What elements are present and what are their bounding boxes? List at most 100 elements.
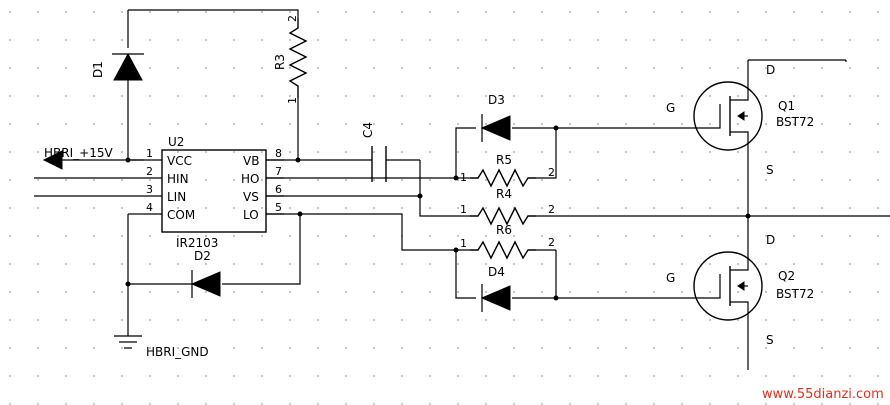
grid-dot xyxy=(625,375,627,377)
grid-dot xyxy=(289,207,291,209)
grid-dot xyxy=(317,95,319,97)
grid-dot xyxy=(793,235,795,237)
grid-dot xyxy=(121,123,123,125)
grid-dot xyxy=(541,179,543,181)
grid-dot xyxy=(457,123,459,125)
grid-dot xyxy=(261,179,263,181)
grid-dot xyxy=(541,95,543,97)
grid-dot xyxy=(793,403,795,405)
grid-dot xyxy=(625,263,627,265)
ic-pin-vs: VS xyxy=(243,190,259,204)
grid-dot xyxy=(233,39,235,41)
grid-dot xyxy=(93,375,95,377)
grid-dot xyxy=(709,319,711,321)
grid-dot xyxy=(37,347,39,349)
ic-u2-body xyxy=(161,149,267,233)
r6-pin-2: 2 xyxy=(548,236,555,249)
grid-dot xyxy=(233,263,235,265)
grid-dot xyxy=(737,403,739,405)
grid-dot xyxy=(121,179,123,181)
grid-dot xyxy=(317,151,319,153)
r4-pin-2: 2 xyxy=(548,203,555,216)
diode-d3: D3 xyxy=(480,93,511,142)
mosfet-q2: G D S Q2 BST72 xyxy=(666,233,814,347)
grid-dot xyxy=(681,235,683,237)
grid-dot xyxy=(821,403,823,405)
grid-dot xyxy=(821,207,823,209)
grid-dot xyxy=(513,39,515,41)
grid-dot xyxy=(877,235,879,237)
grid-dot xyxy=(37,11,39,13)
r6-label: R6 xyxy=(496,223,512,237)
grid-dot xyxy=(401,347,403,349)
grid-dot xyxy=(317,207,319,209)
grid-dot xyxy=(541,347,543,349)
grid-dot xyxy=(65,207,67,209)
grid-dot xyxy=(625,179,627,181)
grid-dot xyxy=(821,179,823,181)
grid-dot xyxy=(709,123,711,125)
grid-dot xyxy=(93,11,95,13)
grid-dot xyxy=(37,235,39,237)
grid-dot xyxy=(373,67,375,69)
grid-dot xyxy=(821,67,823,69)
grid-dot xyxy=(737,11,739,13)
grid-dot xyxy=(373,151,375,153)
grid-dot xyxy=(345,11,347,13)
grid-dot xyxy=(401,291,403,293)
grid-dot xyxy=(9,123,11,125)
q1-gate: G xyxy=(666,101,675,115)
grid-dot xyxy=(261,39,263,41)
grid-dot xyxy=(233,291,235,293)
grid-dot xyxy=(457,207,459,209)
grid-dot xyxy=(821,39,823,41)
grid-dot xyxy=(9,11,11,13)
grid-dot xyxy=(765,39,767,41)
grid-dot xyxy=(513,95,515,97)
grid-dot xyxy=(149,235,151,237)
grid-dot xyxy=(597,319,599,321)
grid-dot xyxy=(541,403,543,405)
ic-pin-4-num: 4 xyxy=(146,201,153,214)
grid-dot xyxy=(429,151,431,153)
grid-dot xyxy=(737,39,739,41)
grid-dot xyxy=(569,375,571,377)
grid-dot xyxy=(345,263,347,265)
grid-dot xyxy=(345,179,347,181)
grid-dot xyxy=(485,263,487,265)
grid-dot xyxy=(681,403,683,405)
grid-dot xyxy=(597,151,599,153)
grid-dot xyxy=(289,375,291,377)
resistor-r5: 1 2 R5 xyxy=(460,153,555,188)
grid-dot xyxy=(765,235,767,237)
grid-dot xyxy=(345,347,347,349)
grid-dot xyxy=(317,375,319,377)
grid-dot xyxy=(401,263,403,265)
grid-dot xyxy=(653,123,655,125)
grid-dot xyxy=(121,375,123,377)
capacitor-c4: C4 xyxy=(361,122,387,182)
grid-dot xyxy=(653,291,655,293)
grid-dot xyxy=(457,263,459,265)
grid-dot xyxy=(205,375,207,377)
grid-dot xyxy=(205,179,207,181)
grid-dot xyxy=(681,151,683,153)
grid-dot xyxy=(9,151,11,153)
grid-dot xyxy=(709,151,711,153)
grid-dot xyxy=(93,39,95,41)
q1-drain: D xyxy=(766,63,775,77)
grid-dot xyxy=(149,319,151,321)
grid-dot xyxy=(793,67,795,69)
grid-dot xyxy=(849,291,851,293)
grid-dot xyxy=(569,291,571,293)
grid-dot xyxy=(401,39,403,41)
grid-dot xyxy=(233,235,235,237)
grid-dot xyxy=(457,235,459,237)
grid-dot xyxy=(289,263,291,265)
grid-dot xyxy=(513,67,515,69)
grid-dot xyxy=(289,67,291,69)
diode-d2: D2 xyxy=(190,249,221,298)
ic-pin-lin: LIN xyxy=(167,190,186,204)
grid-dot xyxy=(625,67,627,69)
grid-dot xyxy=(289,319,291,321)
